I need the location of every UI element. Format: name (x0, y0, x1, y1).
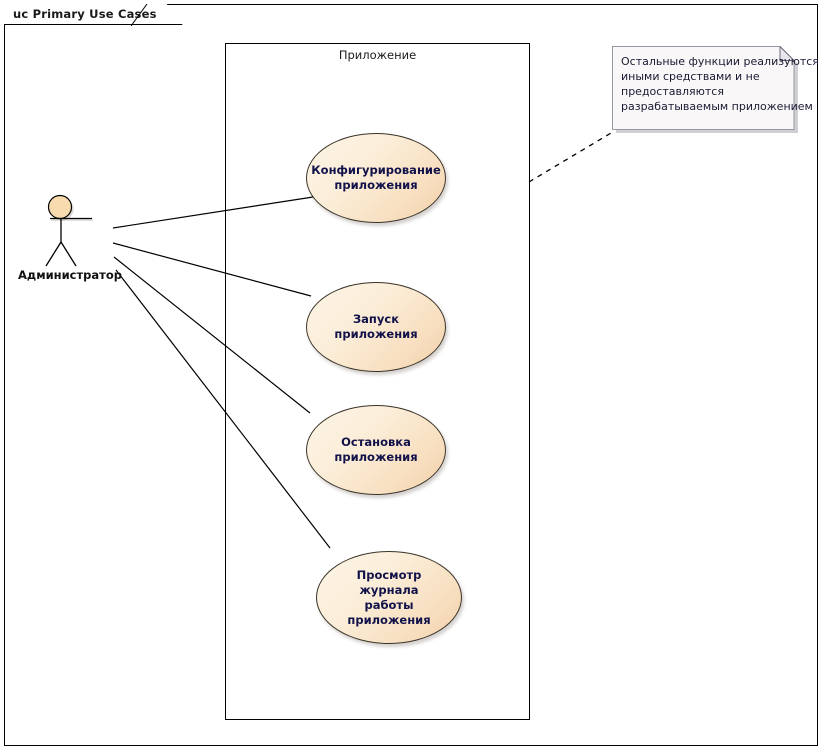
use-case-stop[interactable]: Остановка приложения (306, 405, 446, 495)
system-boundary-label: Приложение (338, 48, 417, 62)
note-text: Остальные функции реализуются иными сред… (621, 54, 819, 114)
actor-label: Администратор (18, 268, 122, 282)
use-case-start-label: Запуск приложения (334, 312, 418, 341)
actor-leg-left-icon (45, 241, 62, 267)
note-line-3: предоставляются (621, 85, 724, 98)
actor-head-icon (47, 194, 73, 220)
note-outline (612, 46, 795, 130)
note-line-2: иными средствами и не (621, 70, 760, 83)
actor-administrator[interactable] (20, 180, 135, 285)
note-shape (612, 46, 798, 133)
note-line-1: Остальные функции реализуются (621, 55, 819, 68)
diagram-frame (4, 4, 818, 746)
use-case-configure[interactable]: Конфигурирование приложения (306, 133, 446, 223)
frame-tab: uc Primary Use Cases (4, 4, 183, 25)
actor-leg-right-icon (60, 241, 77, 267)
frame-tab-label: uc Primary Use Cases (13, 7, 157, 21)
use-case-stop-label: Остановка приложения (334, 435, 418, 464)
use-case-start[interactable]: Запуск приложения (306, 282, 446, 372)
note-fold-icon (779, 46, 796, 61)
use-case-viewlog-label: Просмотр журнала работы приложения (347, 567, 431, 627)
use-case-viewlog[interactable]: Просмотр журнала работы приложения (316, 551, 462, 644)
note-line-4: разрабатываемым приложением (621, 100, 813, 113)
note-box[interactable]: Остальные функции реализуются иными сред… (612, 46, 819, 133)
use-case-configure-label: Конфигурирование приложения (311, 163, 441, 192)
